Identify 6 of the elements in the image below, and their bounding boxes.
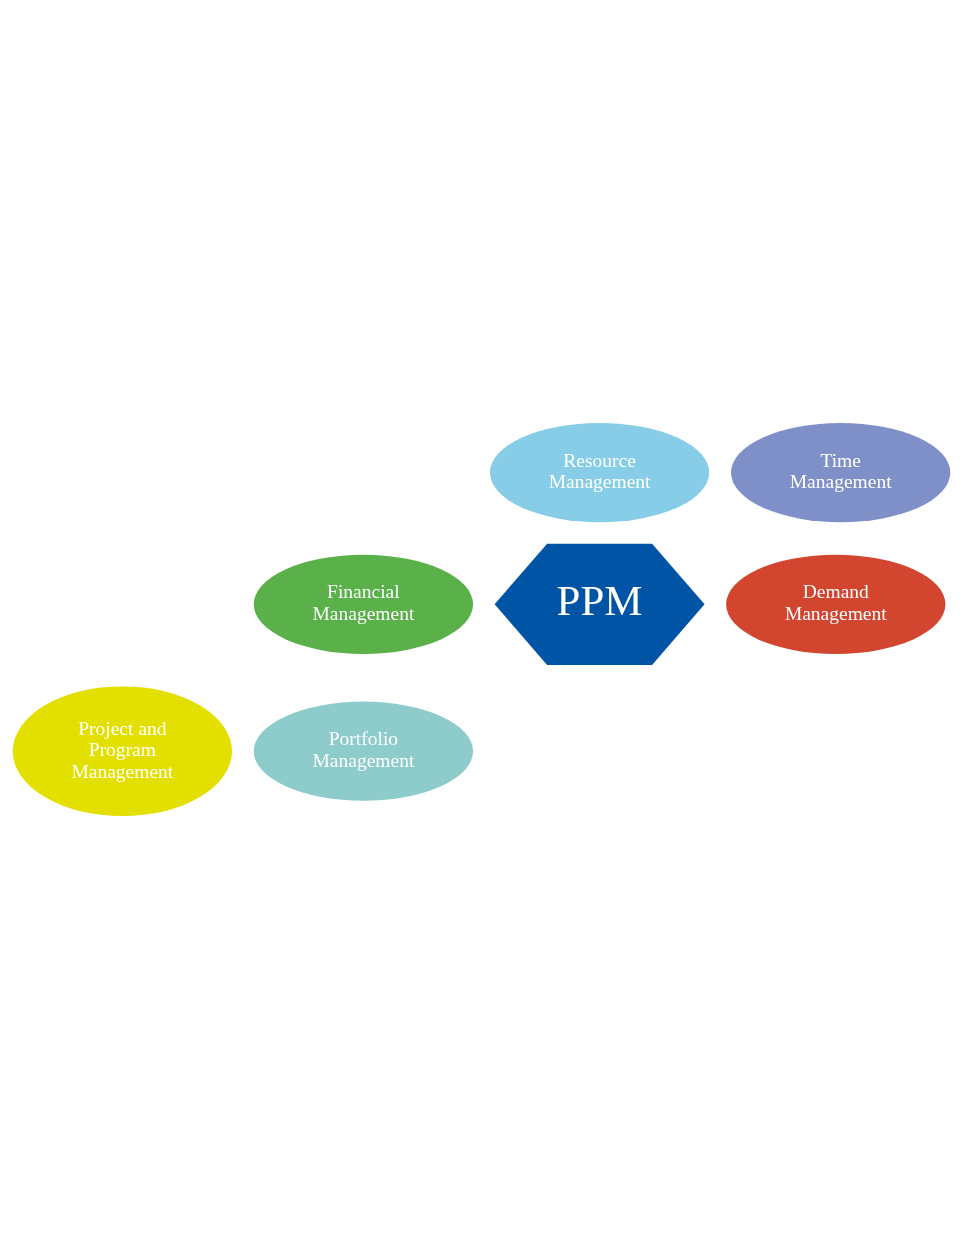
node-ellipse: Project and Program Management [12,685,232,816]
node-ellipse: Financial Management [253,554,474,654]
node-ellipse: Demand Management [726,554,946,654]
node-ellipse: Resource Management [489,422,710,522]
node-ellipse: Time Management [731,422,951,522]
node-ellipse: Portfolio Management [253,701,474,801]
